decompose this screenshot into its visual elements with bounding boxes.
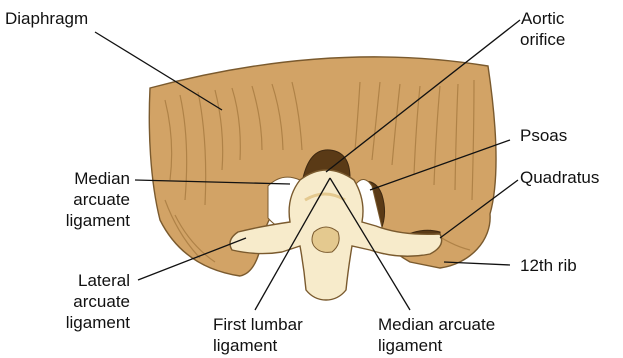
label-12th-rib: 12th rib: [520, 255, 577, 276]
label-median-arcuate-bottom: Median arcuate ligament: [378, 314, 495, 356]
label-first-lumbar: First lumbar ligament: [213, 314, 303, 356]
label-lateral-arcuate: Lateral arcuate ligament: [30, 270, 130, 333]
label-quadratus: Quadratus: [520, 167, 599, 188]
vertebral-canal: [312, 227, 339, 252]
label-aortic-orifice: Aortic orifice: [520, 8, 565, 50]
label-psoas: Psoas: [520, 125, 567, 146]
label-median-arcuate-left: Median arcuate ligament: [30, 168, 130, 231]
label-diaphragm: Diaphragm: [5, 8, 88, 29]
